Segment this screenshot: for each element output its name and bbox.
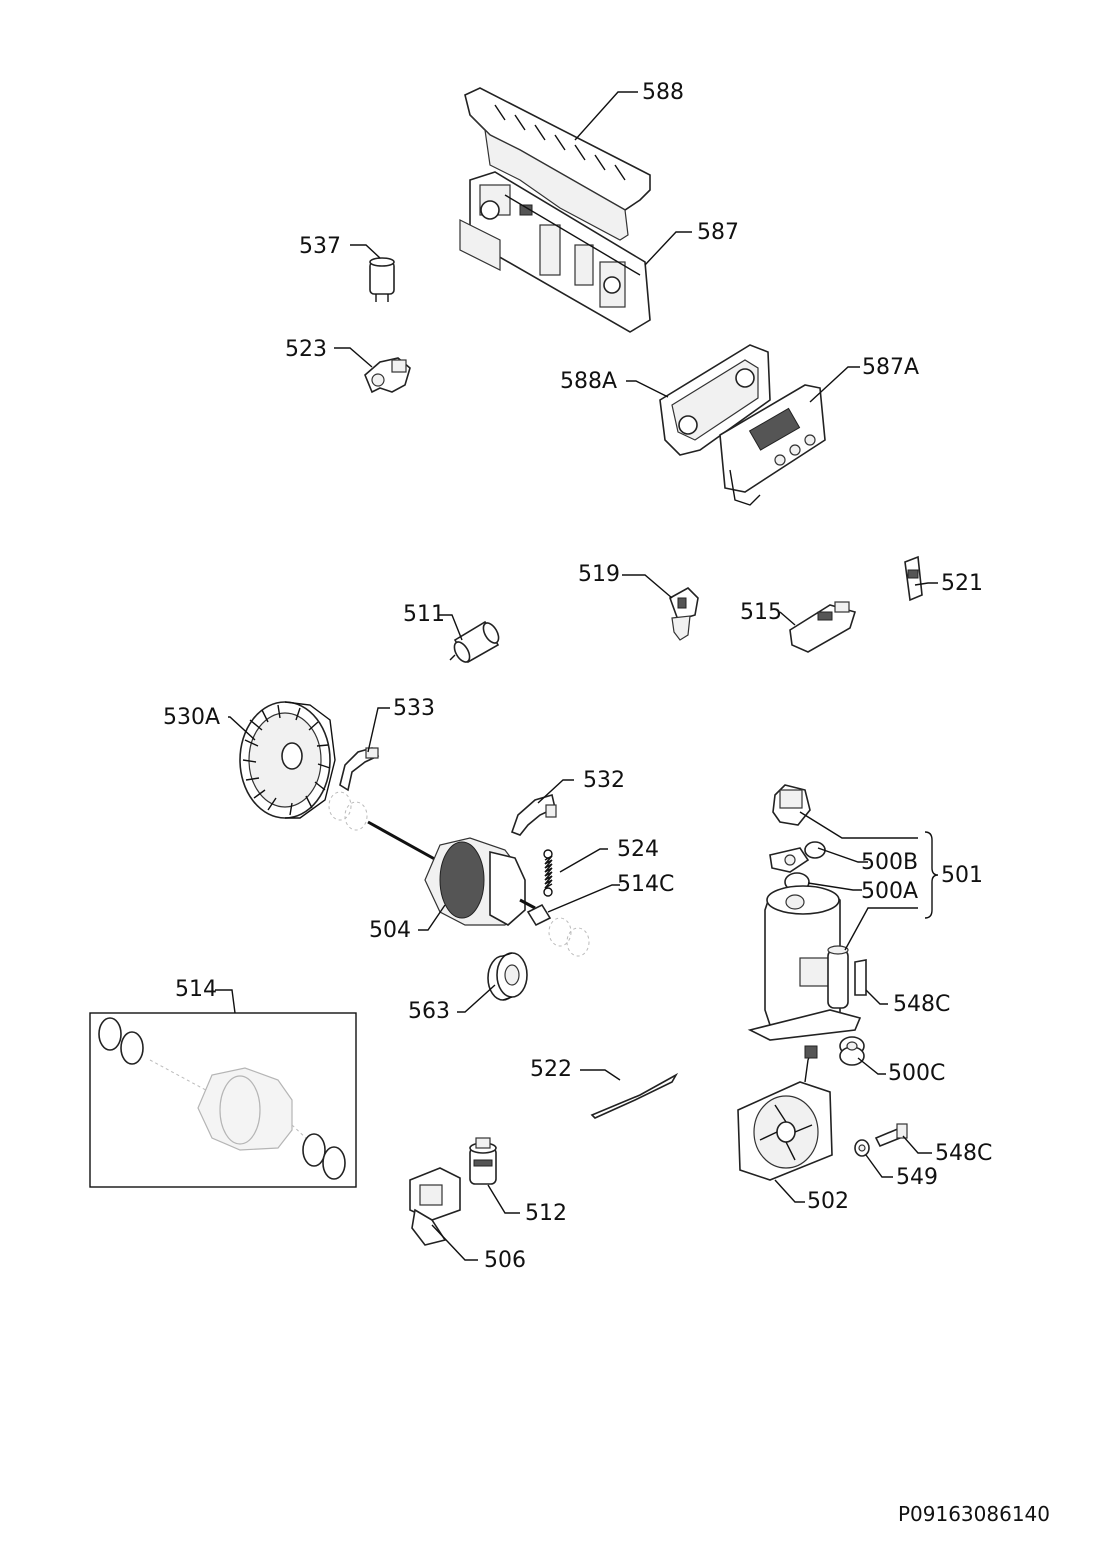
label-524: 524 — [617, 837, 659, 862]
label-523: 523 — [285, 337, 327, 362]
part-514C-drawing — [526, 903, 590, 957]
label-502: 502 — [807, 1189, 849, 1214]
leader-lines — [215, 91, 938, 1261]
part-506-drawing — [409, 1167, 461, 1246]
bearings-ghost-drawing — [328, 791, 368, 831]
part-504-motor-drawing — [367, 820, 536, 926]
part-501-compressor-drawing — [747, 784, 867, 1041]
label-515: 515 — [740, 600, 782, 625]
label-500C: 500C — [888, 1061, 946, 1086]
label-530A: 530A — [163, 705, 221, 730]
part-521-drawing — [904, 555, 923, 602]
part-519-drawing — [669, 587, 699, 641]
label-514: 514 — [175, 977, 217, 1002]
label-588: 588 — [642, 80, 684, 105]
label-512: 512 — [525, 1201, 567, 1226]
label-501: 501 — [941, 863, 983, 888]
label-533: 533 — [393, 696, 435, 721]
part-515-drawing — [789, 601, 857, 653]
label-521: 521 — [941, 571, 983, 596]
part-522-drawing — [590, 1072, 679, 1119]
label-587: 587 — [697, 220, 739, 245]
label-548C-upper: 548C — [893, 992, 951, 1017]
label-537: 537 — [299, 234, 341, 259]
label-588A: 588A — [560, 369, 618, 394]
label-522: 522 — [530, 1057, 572, 1082]
label-511: 511 — [403, 602, 445, 627]
part-563-drawing — [487, 952, 528, 1001]
part-512-drawing — [469, 1137, 497, 1185]
part-530A-drawing — [239, 701, 336, 819]
label-504: 504 — [369, 918, 411, 943]
part-514-kit-drawing — [89, 1012, 357, 1188]
label-548C-lower: 548C — [935, 1141, 993, 1166]
part-511-drawing — [449, 620, 500, 664]
part-548C-549-drawing — [854, 1123, 908, 1157]
label-587A: 587A — [862, 355, 920, 380]
part-588A-drawing — [659, 344, 771, 456]
part-523-drawing — [364, 357, 411, 394]
part-502-fan-drawing — [737, 1045, 833, 1181]
document-reference-number: P09163086140 — [897, 1502, 1050, 1526]
label-519: 519 — [578, 562, 620, 587]
part-587A-drawing — [719, 384, 826, 506]
label-500A: 500A — [861, 879, 919, 904]
label-563: 563 — [408, 999, 450, 1024]
label-549: 549 — [896, 1165, 938, 1190]
part-524-drawing — [543, 849, 553, 897]
label-500B: 500B — [861, 850, 919, 875]
part-533-drawing — [339, 747, 380, 792]
part-537-drawing — [369, 257, 395, 302]
part-532-drawing — [510, 793, 557, 836]
label-532: 532 — [583, 768, 625, 793]
label-506: 506 — [484, 1248, 526, 1273]
part-588-cover-drawing — [464, 87, 651, 241]
part-587-board-drawing — [459, 171, 651, 333]
label-514C: 514C — [617, 872, 675, 897]
group-brace-501 — [924, 831, 939, 919]
part-500C-drawing — [839, 1036, 865, 1066]
